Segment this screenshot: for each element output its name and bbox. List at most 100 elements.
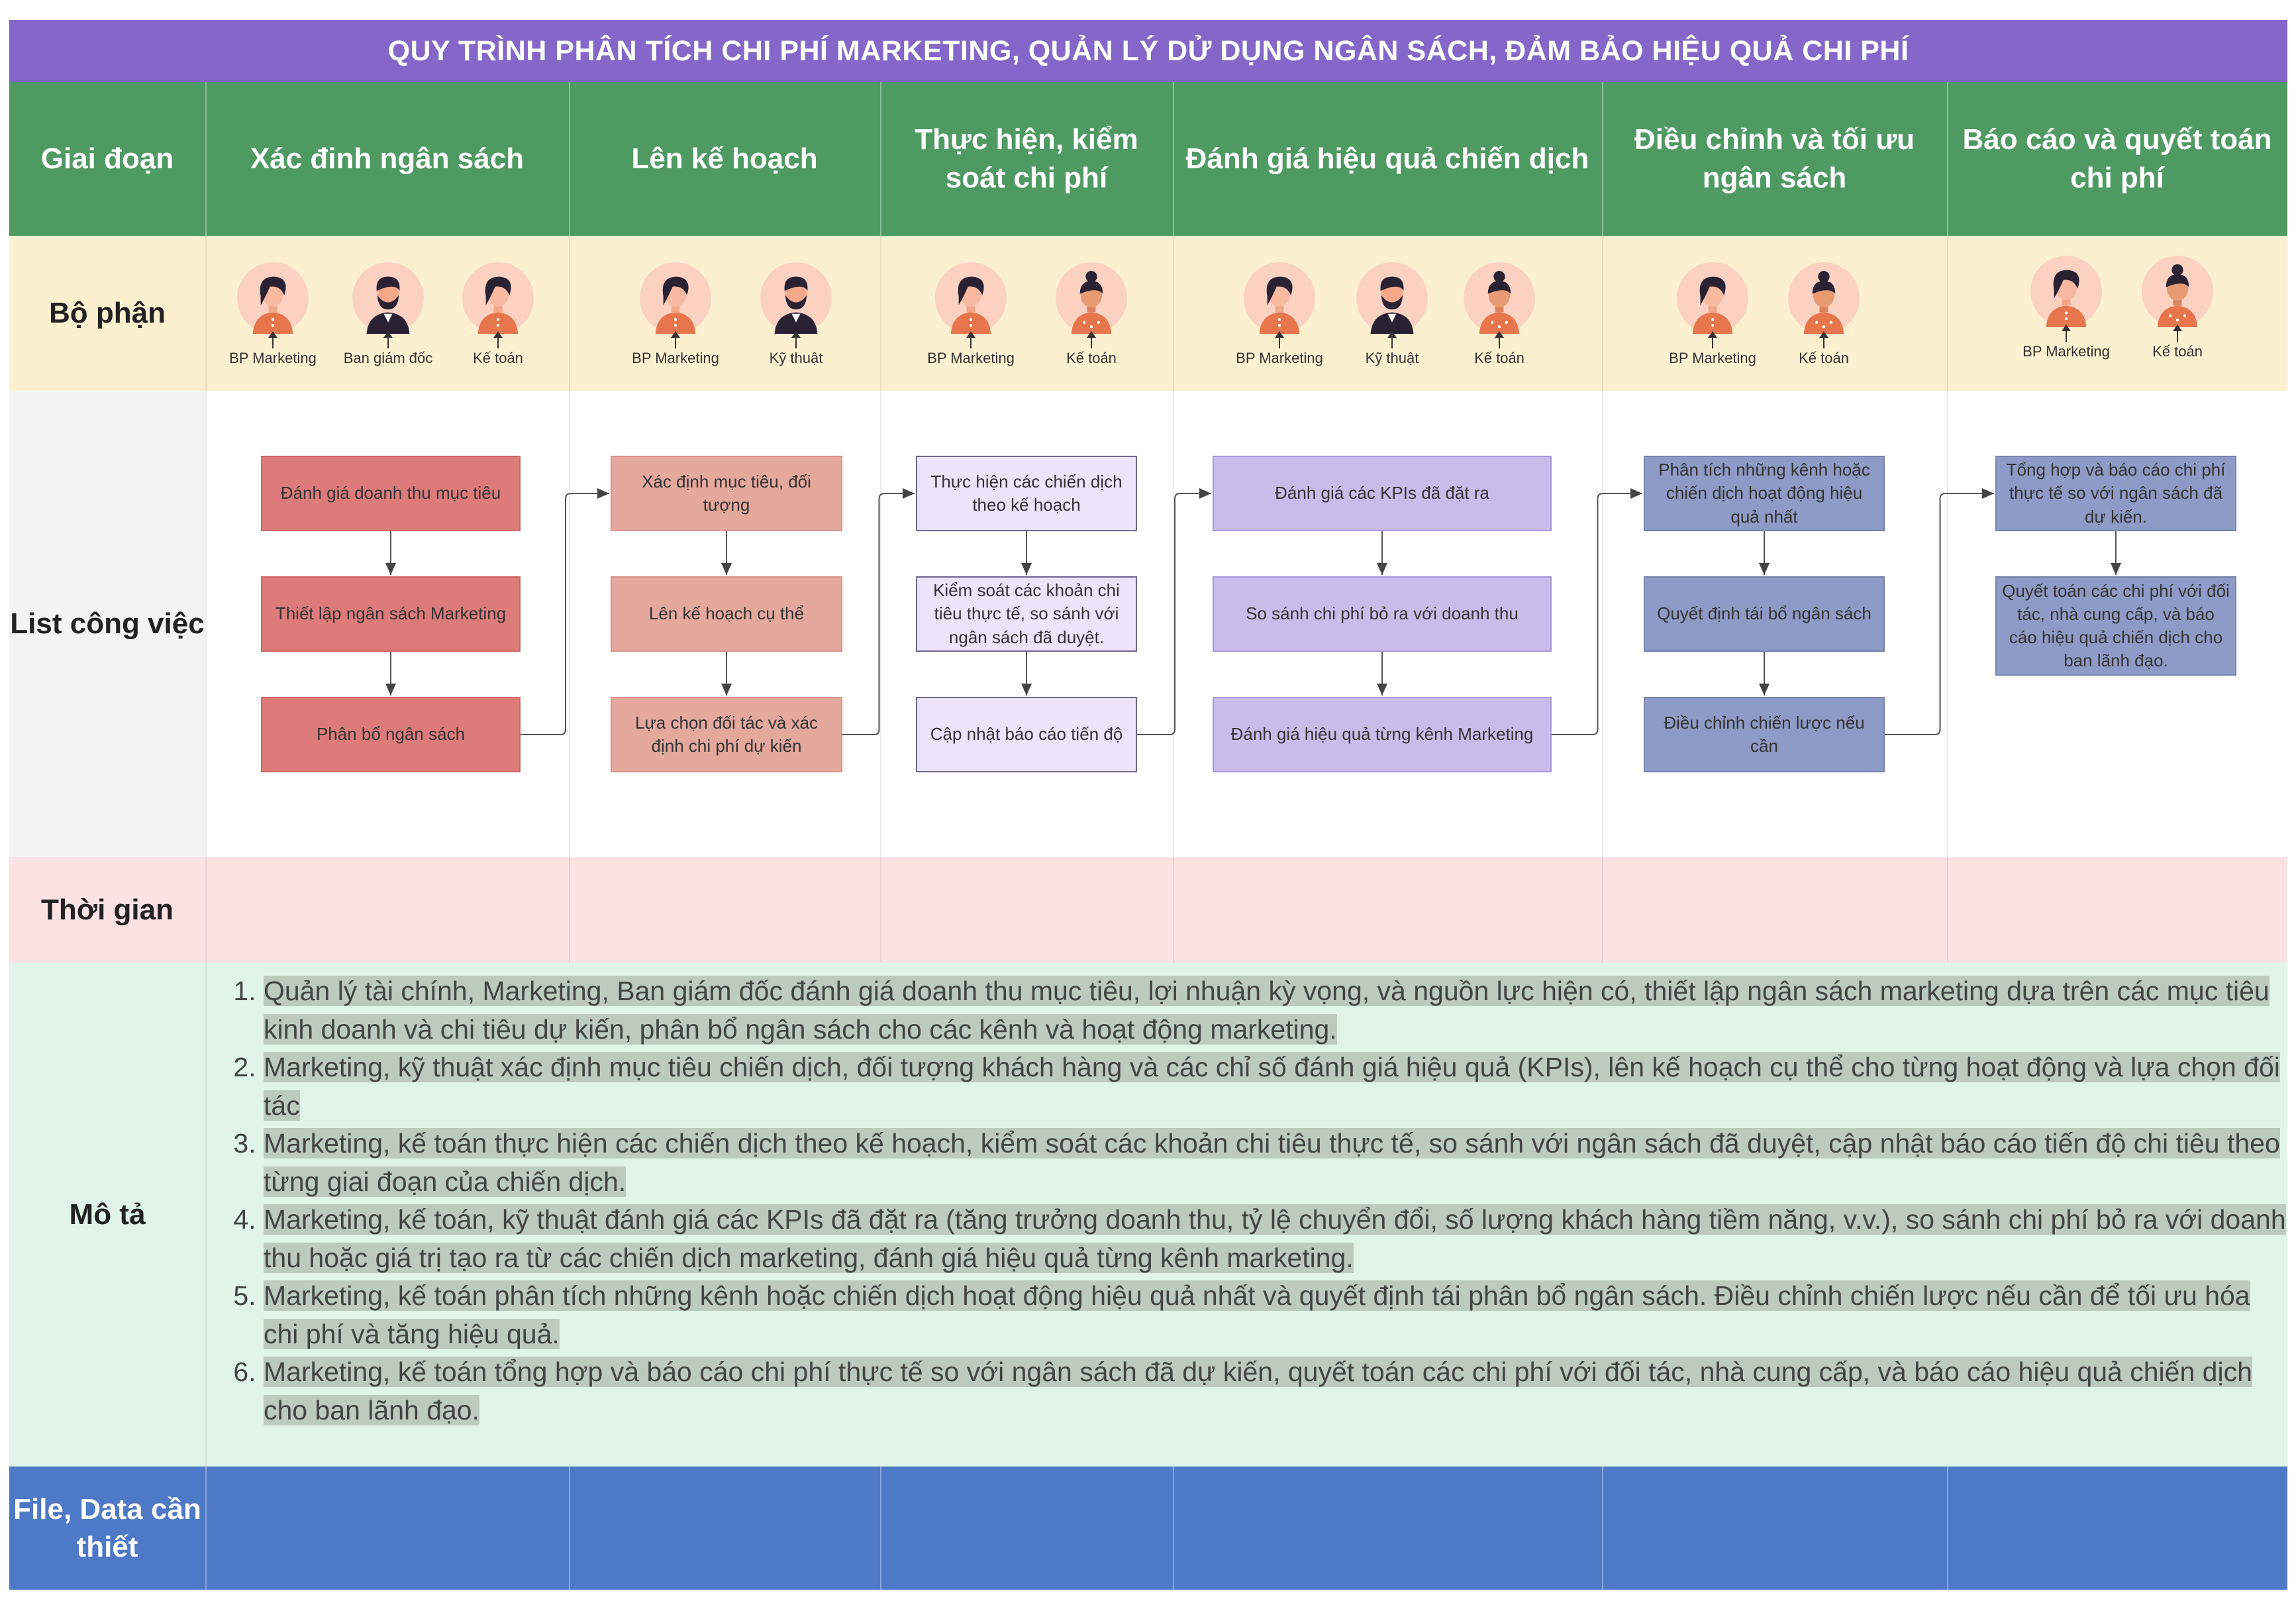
task-box: So sánh chi phí bỏ ra với doanh thu [1213,576,1552,652]
department-person: BP Marketing [629,262,722,367]
phase-row-label: Giai đoạn [40,142,174,176]
description-item: Quản lý tài chính, Marketing, Ban giám đ… [264,972,2286,1049]
arrow-up-icon [1387,331,1397,348]
woman-dark-hair-icon [462,262,534,334]
man-bearded-icon [352,262,424,334]
department-person: BP Marketing [226,262,319,367]
department-person: BP Marketing [1233,262,1326,367]
department-label: BP Marketing [1236,350,1323,366]
description-row-label: Mô tả [69,1198,146,1231]
department-label: Kế toán [2152,343,2203,360]
arrow-up-icon [791,331,801,348]
department-person: Kế toán [2131,256,2224,360]
task-row: List công việc Đánh giá doanh thu mục ti… [9,391,2287,857]
arrow-up-icon [493,331,503,348]
task-box: Tổng hợp và báo cáo chi phí thực tế so v… [1995,456,2236,531]
task-box: Xác định mục tiêu, đối tượng [611,456,842,531]
task-box: Thực hiện các chiến dịch theo kế hoạch [916,456,1137,531]
arrow-up-icon [268,331,277,348]
woman-bun-icon [1464,262,1535,334]
phase-header: Báo cáo và quyết toán chi phí [1947,82,2287,236]
department-label: Kế toán [1474,350,1524,366]
phase-header: Lên kế hoạch [569,82,880,236]
phase-title: Báo cáo và quyết toán chi phí [1962,123,2272,194]
arrow-up-icon [966,331,975,348]
department-person: Kế toán [1453,262,1546,367]
description-item: Marketing, kế toán tổng hợp và báo cáo c… [264,1353,2286,1429]
phase-header: Đánh giá hiệu quả chiến dịch [1173,82,1602,236]
task-box: Lên kế hoạch cụ thể [611,576,842,652]
woman-dark-hair-icon [2030,256,2102,327]
arrow-up-icon [383,331,393,348]
woman-dark-hair-icon [640,262,711,334]
phase-link-connector [842,488,915,735]
phase-title: Đánh giá hiệu quả chiến dịch [1185,142,1589,175]
description-row: Mô tả Quản lý tài chính, Marketing, Ban … [9,963,2287,1467]
department-person: Kế toán [1045,262,1138,367]
department-label: Ban giám đốc [343,350,433,366]
department-person: Kế toán [452,262,544,367]
description-item: Marketing, kế toán, kỹ thuật đánh giá cá… [264,1201,2286,1277]
department-label: BP Marketing [1669,350,1756,366]
woman-bun-icon [1056,262,1127,334]
phase-row: Giai đoạn Xác đinh ngân sách Lên kế hoạc… [9,82,2287,236]
arrow-up-icon [1819,331,1828,348]
phase-link-connector [1137,488,1211,735]
files-row-label: File, Data cần thiết [13,1492,201,1563]
woman-dark-hair-icon [935,262,1007,334]
woman-bun-icon [1788,262,1860,334]
arrow-up-icon [1708,331,1717,348]
phase-link-connector [1885,488,1994,735]
task-box: Thiết lập ngân sách Marketing [261,576,521,652]
phase-link-connector [521,488,609,735]
phase-title: Lên kế hoạch [631,142,818,175]
phase-header: Thực hiện, kiểm soát chi phí [880,82,1173,236]
task-box: Lựa chọn đối tác và xác định chi phí dự … [611,697,842,772]
department-label: Kế toán [1799,350,1849,366]
woman-dark-hair-icon [1677,262,1748,334]
arrow-up-icon [2173,325,2182,342]
department-person: Ban giám đốc [342,262,434,367]
phase-title: Xác đinh ngân sách [250,142,524,175]
department-person: BP Marketing [1666,262,1759,367]
task-box: Kiểm soát các khoản chi tiêu thực tế, so… [916,576,1137,652]
page-title: QUY TRÌNH PHÂN TÍCH CHI PHÍ MARKETING, Q… [9,20,2287,82]
description-item: Marketing, kế toán phân tích những kênh … [264,1277,2286,1353]
woman-dark-hair-icon [1244,262,1315,334]
department-label: Kế toán [473,350,523,366]
phase-link-connector [1552,488,1642,735]
department-person: BP Marketing [924,262,1017,367]
files-row: File, Data cần thiết [9,1467,2287,1590]
arrow-up-icon [671,331,680,348]
flow-connectors [385,488,2121,735]
department-person: Kỹ thuật [750,262,842,367]
task-row-label: List công việc [9,391,205,857]
task-box: Điều chỉnh chiến lược nếu cần [1644,697,1885,772]
phase-title: Thực hiện, kiểm soát chi phí [915,123,1138,194]
phase-header: Điều chỉnh và tối ưu ngân sách [1602,82,1947,236]
phase-title: Điều chỉnh và tối ưu ngân sách [1634,123,1915,194]
department-label: BP Marketing [632,350,719,366]
description-item: Marketing, kỹ thuật xác định mục tiêu ch… [264,1049,2286,1125]
woman-dark-hair-icon [237,262,309,334]
description-list: Quản lý tài chính, Marketing, Ban giám đ… [221,972,2286,1429]
task-box: Phân bổ ngân sách [261,697,521,772]
task-box: Quyết toán các chi phí với đối tác, nhà … [1995,576,2236,676]
arrow-up-icon [1495,331,1504,348]
department-person: Kế toán [1777,262,1870,367]
department-person: BP Marketing [2020,256,2113,360]
task-box: Phân tích những kênh hoặc chiến dịch hoạ… [1644,456,1885,531]
task-box: Cập nhật báo cáo tiến độ [916,697,1137,772]
department-label: BP Marketing [2022,343,2110,360]
task-box: Đánh giá các KPIs đã đặt ra [1213,456,1552,531]
phase-header: Xác đinh ngân sách [205,82,569,236]
arrow-up-icon [1087,331,1096,348]
man-bearded-icon [760,262,832,334]
description-item: Marketing, kế toán thực hiện các chiến d… [264,1125,2286,1201]
task-box: Đánh giá doanh thu mục tiêu [261,456,521,531]
department-label: Kế toán [1066,350,1117,366]
department-label: BP Marketing [927,350,1015,366]
arrow-up-icon [1275,331,1284,348]
department-label: Kỹ thuật [1365,350,1419,366]
